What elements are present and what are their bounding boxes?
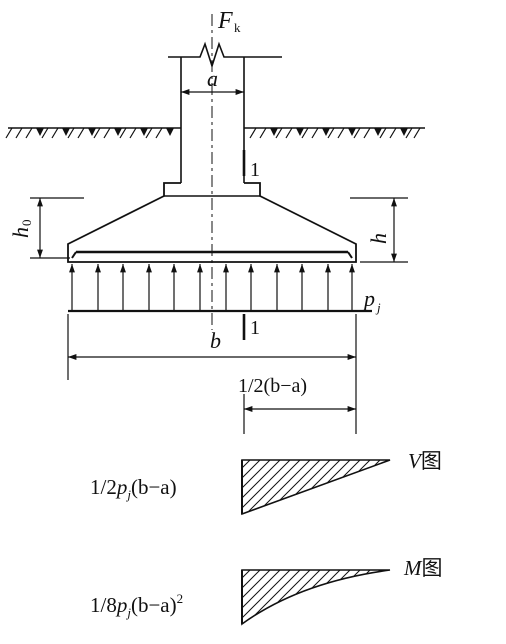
pressure-label: p: [362, 286, 375, 311]
column-break-line: [168, 41, 282, 69]
dim-half-label: 1/2(b−a): [238, 375, 307, 397]
section-label-bottom: 1: [250, 317, 260, 339]
moment-tag: M图: [403, 556, 443, 580]
ground-triangles: [36, 128, 408, 136]
shear-diagram: [241, 459, 391, 516]
dim-b-label: b: [210, 328, 221, 353]
load-label: F: [217, 8, 233, 34]
dim-a-label: a: [207, 66, 218, 91]
rebar-hook-right: [347, 251, 353, 259]
dim-h0-label: h: [8, 227, 33, 238]
moment-formula: 1/8pj(b−a)2: [90, 591, 183, 620]
section-label-top: 1: [250, 159, 260, 181]
moment-diagram: [241, 569, 391, 626]
ground-hatching: [5, 127, 421, 139]
footing-outline: [67, 182, 357, 263]
shear-tag: V图: [408, 449, 442, 473]
load-label-sub: k: [234, 20, 241, 35]
dim-h-label: h: [366, 233, 391, 244]
rebar-hook-left: [71, 251, 77, 259]
shear-formula: 1/2pj(b−a): [90, 475, 177, 502]
pressure-label-sub: j: [375, 300, 381, 315]
dim-h0-label-sub: 0: [19, 220, 34, 227]
